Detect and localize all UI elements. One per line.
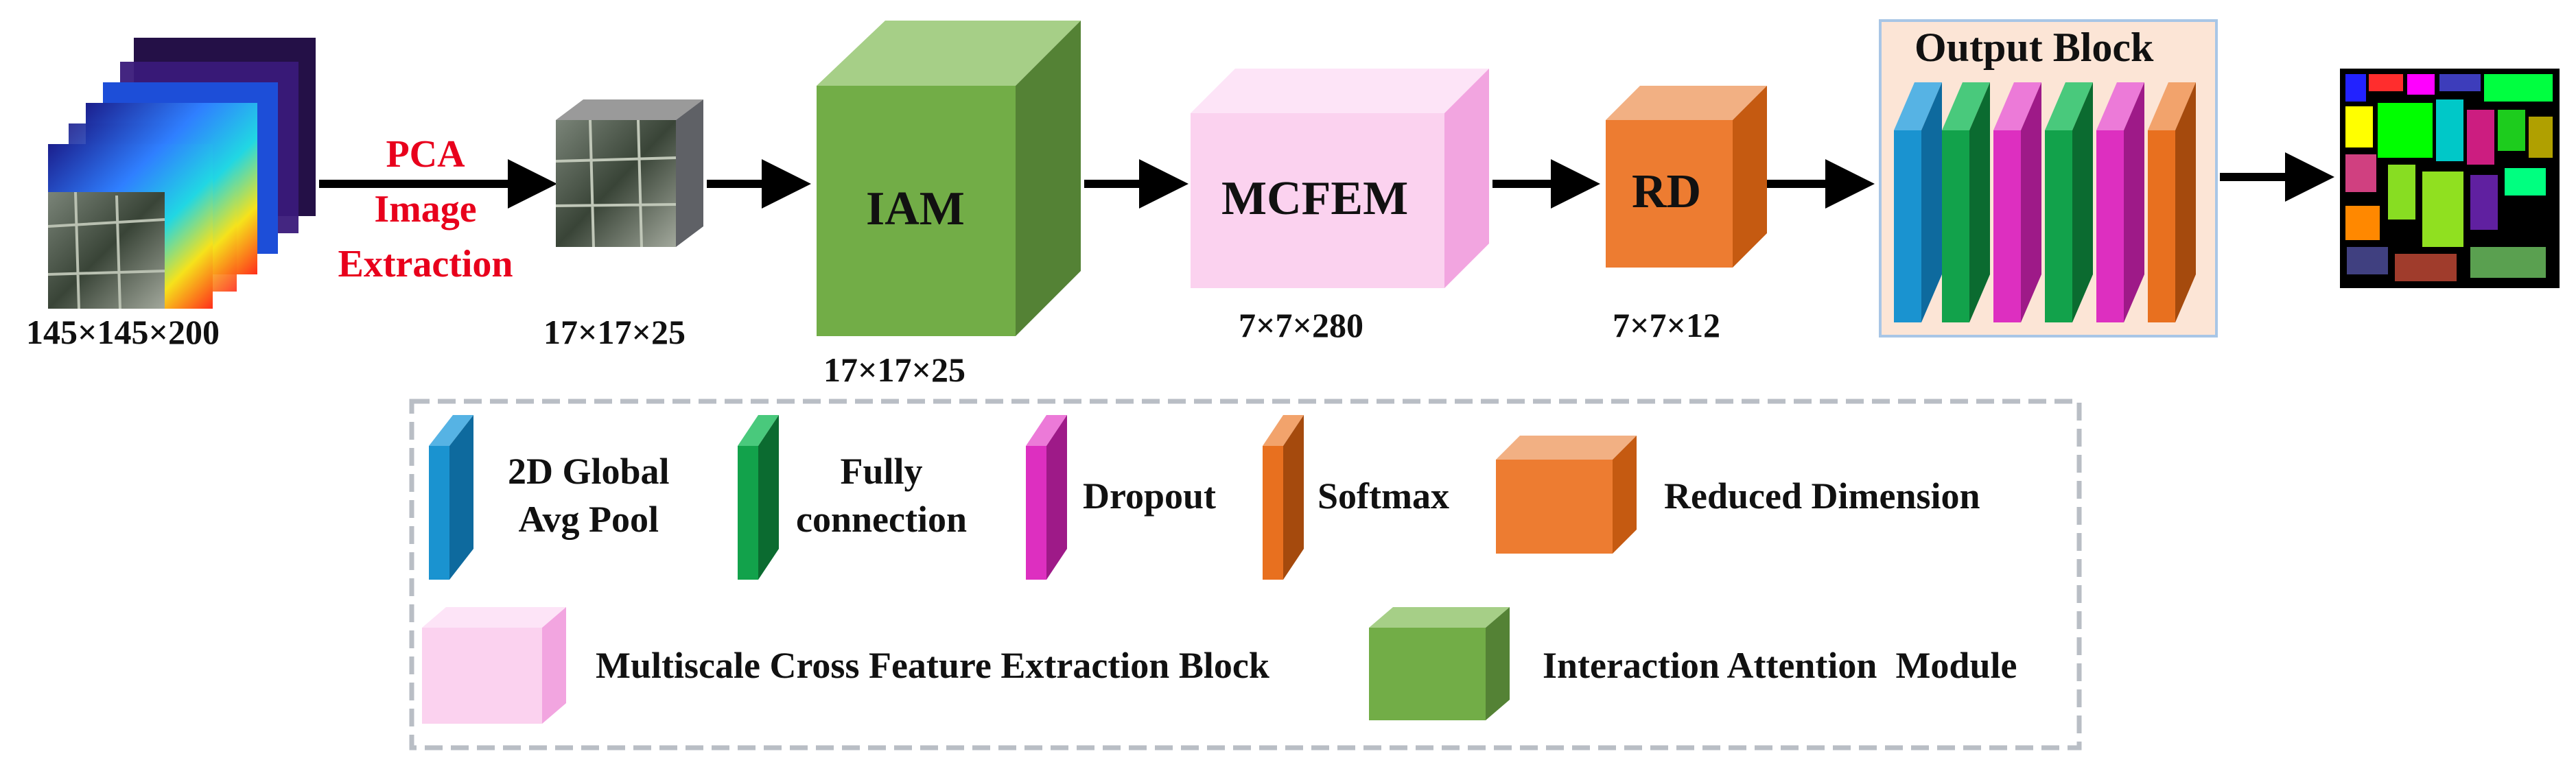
patch-dims-label: 17×17×25	[543, 313, 686, 351]
legend-reduced-icon	[1496, 436, 1637, 554]
pca-label: PCA Image Extraction	[323, 127, 528, 292]
pca-line-3: Extraction	[338, 243, 513, 285]
pca-line-1: PCA	[386, 133, 465, 176]
legend-iam-text: Interaction Attention Module	[1543, 645, 2017, 686]
output-softmax-layer	[2148, 82, 2196, 322]
patch-cube	[555, 99, 703, 248]
output-dropout-layer-1	[1993, 82, 2041, 322]
classification-map	[2340, 69, 2560, 288]
rd-label: RD	[1632, 165, 1702, 218]
legend-mcfeb-text: Multiscale Cross Feature Extraction Bloc…	[596, 645, 1269, 686]
hyperspectral-input-cube	[47, 38, 316, 309]
legend-mcfeb-icon	[422, 607, 566, 724]
iam-dims-label: 17×17×25	[823, 351, 965, 389]
legend-softmax-icon	[1263, 415, 1304, 580]
legend-dropout-icon	[1026, 415, 1067, 580]
output-fc-layer-1	[1942, 82, 1990, 322]
mcfem-dims-label: 7×7×280	[1239, 306, 1363, 344]
iam-label: IAM	[866, 182, 965, 235]
pca-line-2: Image	[374, 188, 477, 230]
legend-fc-text: Fully connection	[796, 447, 967, 543]
output-pool-layer	[1894, 82, 1942, 322]
legend-fc-line-1: Fully	[840, 451, 923, 492]
legend-softmax-text: Softmax	[1318, 475, 1449, 517]
output-block-title: Output Block	[1915, 25, 2154, 70]
legend-pool-text: 2D Global Avg Pool	[508, 447, 670, 543]
mcfem-cube	[1191, 69, 1489, 288]
rd-cube	[1606, 86, 1767, 268]
legend-dropout-text: Dropout	[1083, 475, 1217, 517]
rd-dims-label: 7×7×12	[1613, 306, 1720, 344]
legend-pool-line-2: Avg Pool	[518, 499, 659, 540]
mcfem-label: MCFEM	[1221, 172, 1409, 225]
output-fc-layer-2	[2045, 82, 2093, 322]
legend-iam-icon	[1369, 607, 1510, 720]
legend-box	[409, 399, 2082, 750]
legend-fc-line-2: connection	[796, 499, 967, 540]
output-block	[1879, 19, 2218, 338]
legend-pool-icon	[429, 415, 473, 580]
input-dims-label: 145×145×200	[26, 313, 220, 351]
legend-reduced-text: Reduced Dimension	[1664, 475, 1980, 517]
legend-pool-line-1: 2D Global	[508, 451, 670, 492]
legend-fc-icon	[738, 415, 779, 580]
output-dropout-layer-2	[2096, 82, 2144, 322]
iam-cube	[817, 21, 1081, 336]
